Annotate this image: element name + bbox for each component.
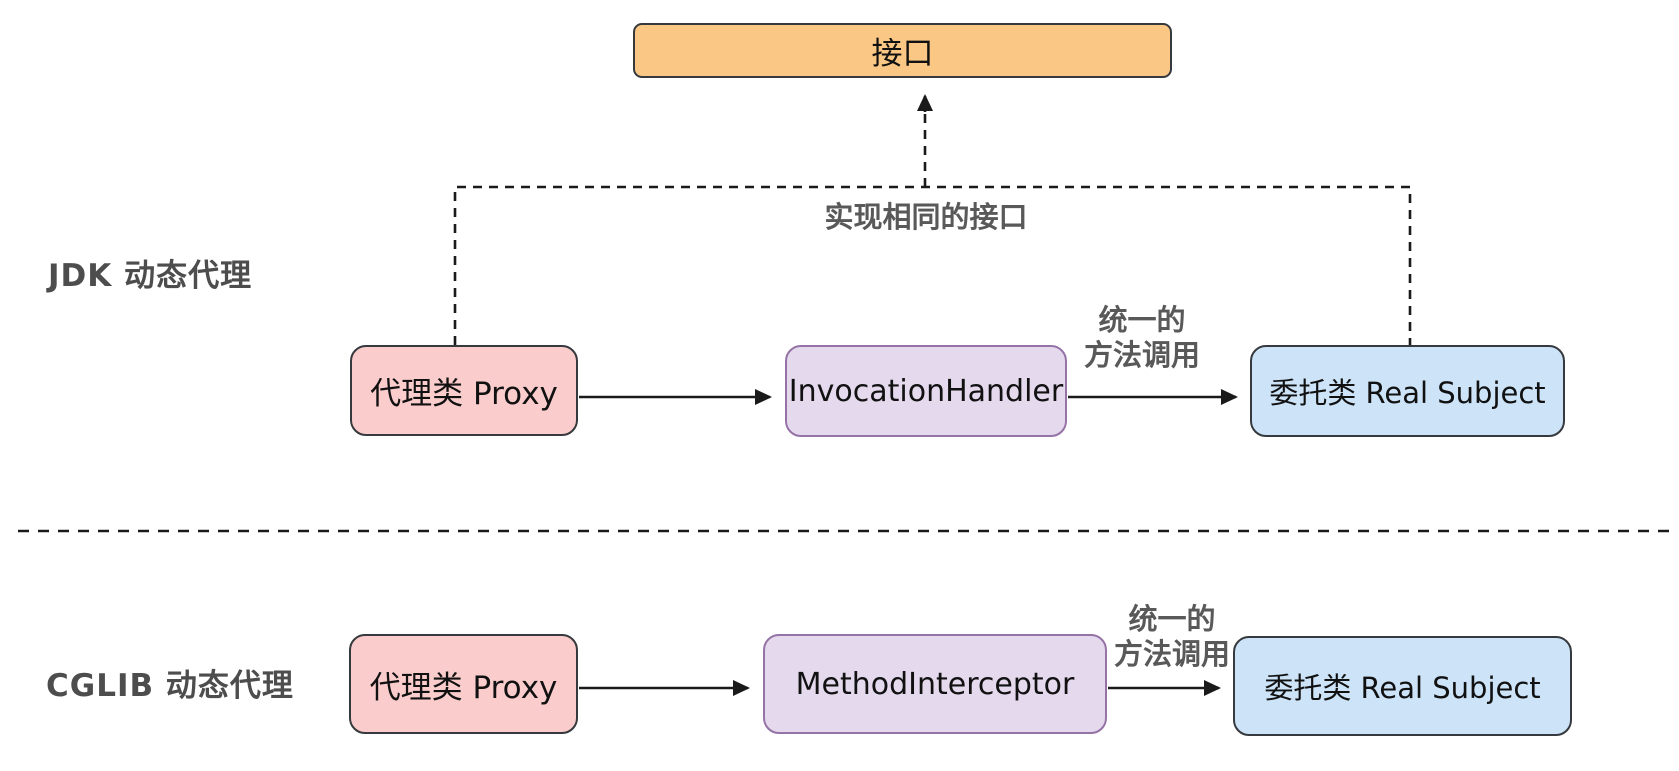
jdk-real-subject-box: 委托类 Real Subject [1250, 345, 1565, 437]
interface-box: 接口 [633, 23, 1172, 78]
cglib-proxy-box: 代理类 Proxy [349, 634, 578, 734]
jdk-unified-call-line1: 统一的 [1098, 303, 1186, 337]
jdk-invocation-handler-box: InvocationHandler [785, 345, 1067, 437]
cglib-unified-call-line1: 统一的 [1128, 602, 1216, 636]
jdk-section-label: JDK 动态代理 [48, 258, 253, 294]
cglib-unified-call-line2: 方法调用 [1113, 637, 1230, 671]
jdk-unified-call-annotation: 统一的 方法调用 [1022, 303, 1262, 373]
jdk-unified-call-line2: 方法调用 [1083, 338, 1200, 372]
cglib-method-interceptor-box: MethodInterceptor [763, 634, 1107, 734]
inheritance-dashed-lines [453, 100, 1412, 345]
shared-interface-annotation: 实现相同的接口 [824, 200, 1028, 234]
cglib-unified-call-annotation: 统一的 方法调用 [1052, 602, 1292, 672]
cglib-section-label: CGLIB 动态代理 [46, 668, 294, 704]
cglib-real-subject-box: 委托类 Real Subject [1233, 636, 1572, 736]
jdk-proxy-box: 代理类 Proxy [350, 345, 578, 436]
